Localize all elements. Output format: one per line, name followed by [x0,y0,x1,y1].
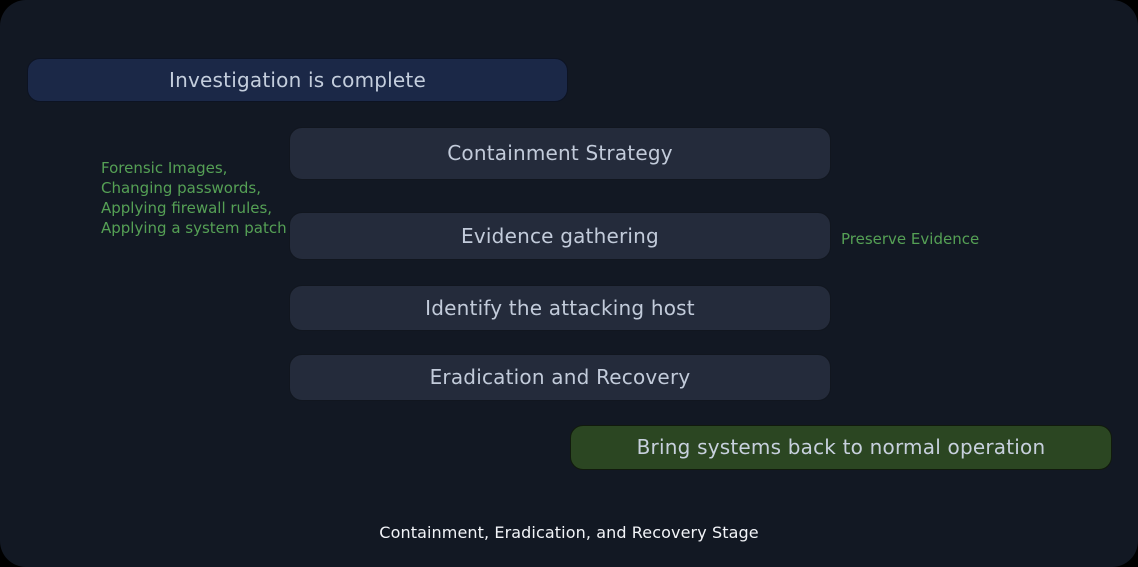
node-label: Bring systems back to normal operation [636,435,1046,459]
node-label: Eradication and Recovery [429,365,691,389]
node-eradication-and-recovery[interactable]: Eradication and Recovery [289,354,831,401]
node-label: Containment Strategy [447,141,673,165]
node-label: Identify the attacking host [425,295,695,320]
node-bring-systems-back-to-normal-operation[interactable]: Bring systems back to normal operation [570,425,1112,470]
node-containment-strategy[interactable]: Containment Strategy [289,127,831,180]
node-label: Evidence gathering [461,223,659,248]
diagram-caption: Containment, Eradication, and Recovery S… [379,523,759,542]
annotation-containment-actions: Forensic Images, Changing passwords, App… [101,159,287,237]
node-identify-the-attacking-host[interactable]: Identify the attacking host [289,285,831,331]
node-investigation-is-complete[interactable]: Investigation is complete [27,58,568,102]
node-label: Investigation is complete [169,67,426,92]
annotation-preserve-evidence: Preserve Evidence [841,230,980,248]
node-evidence-gathering[interactable]: Evidence gathering [289,212,831,260]
